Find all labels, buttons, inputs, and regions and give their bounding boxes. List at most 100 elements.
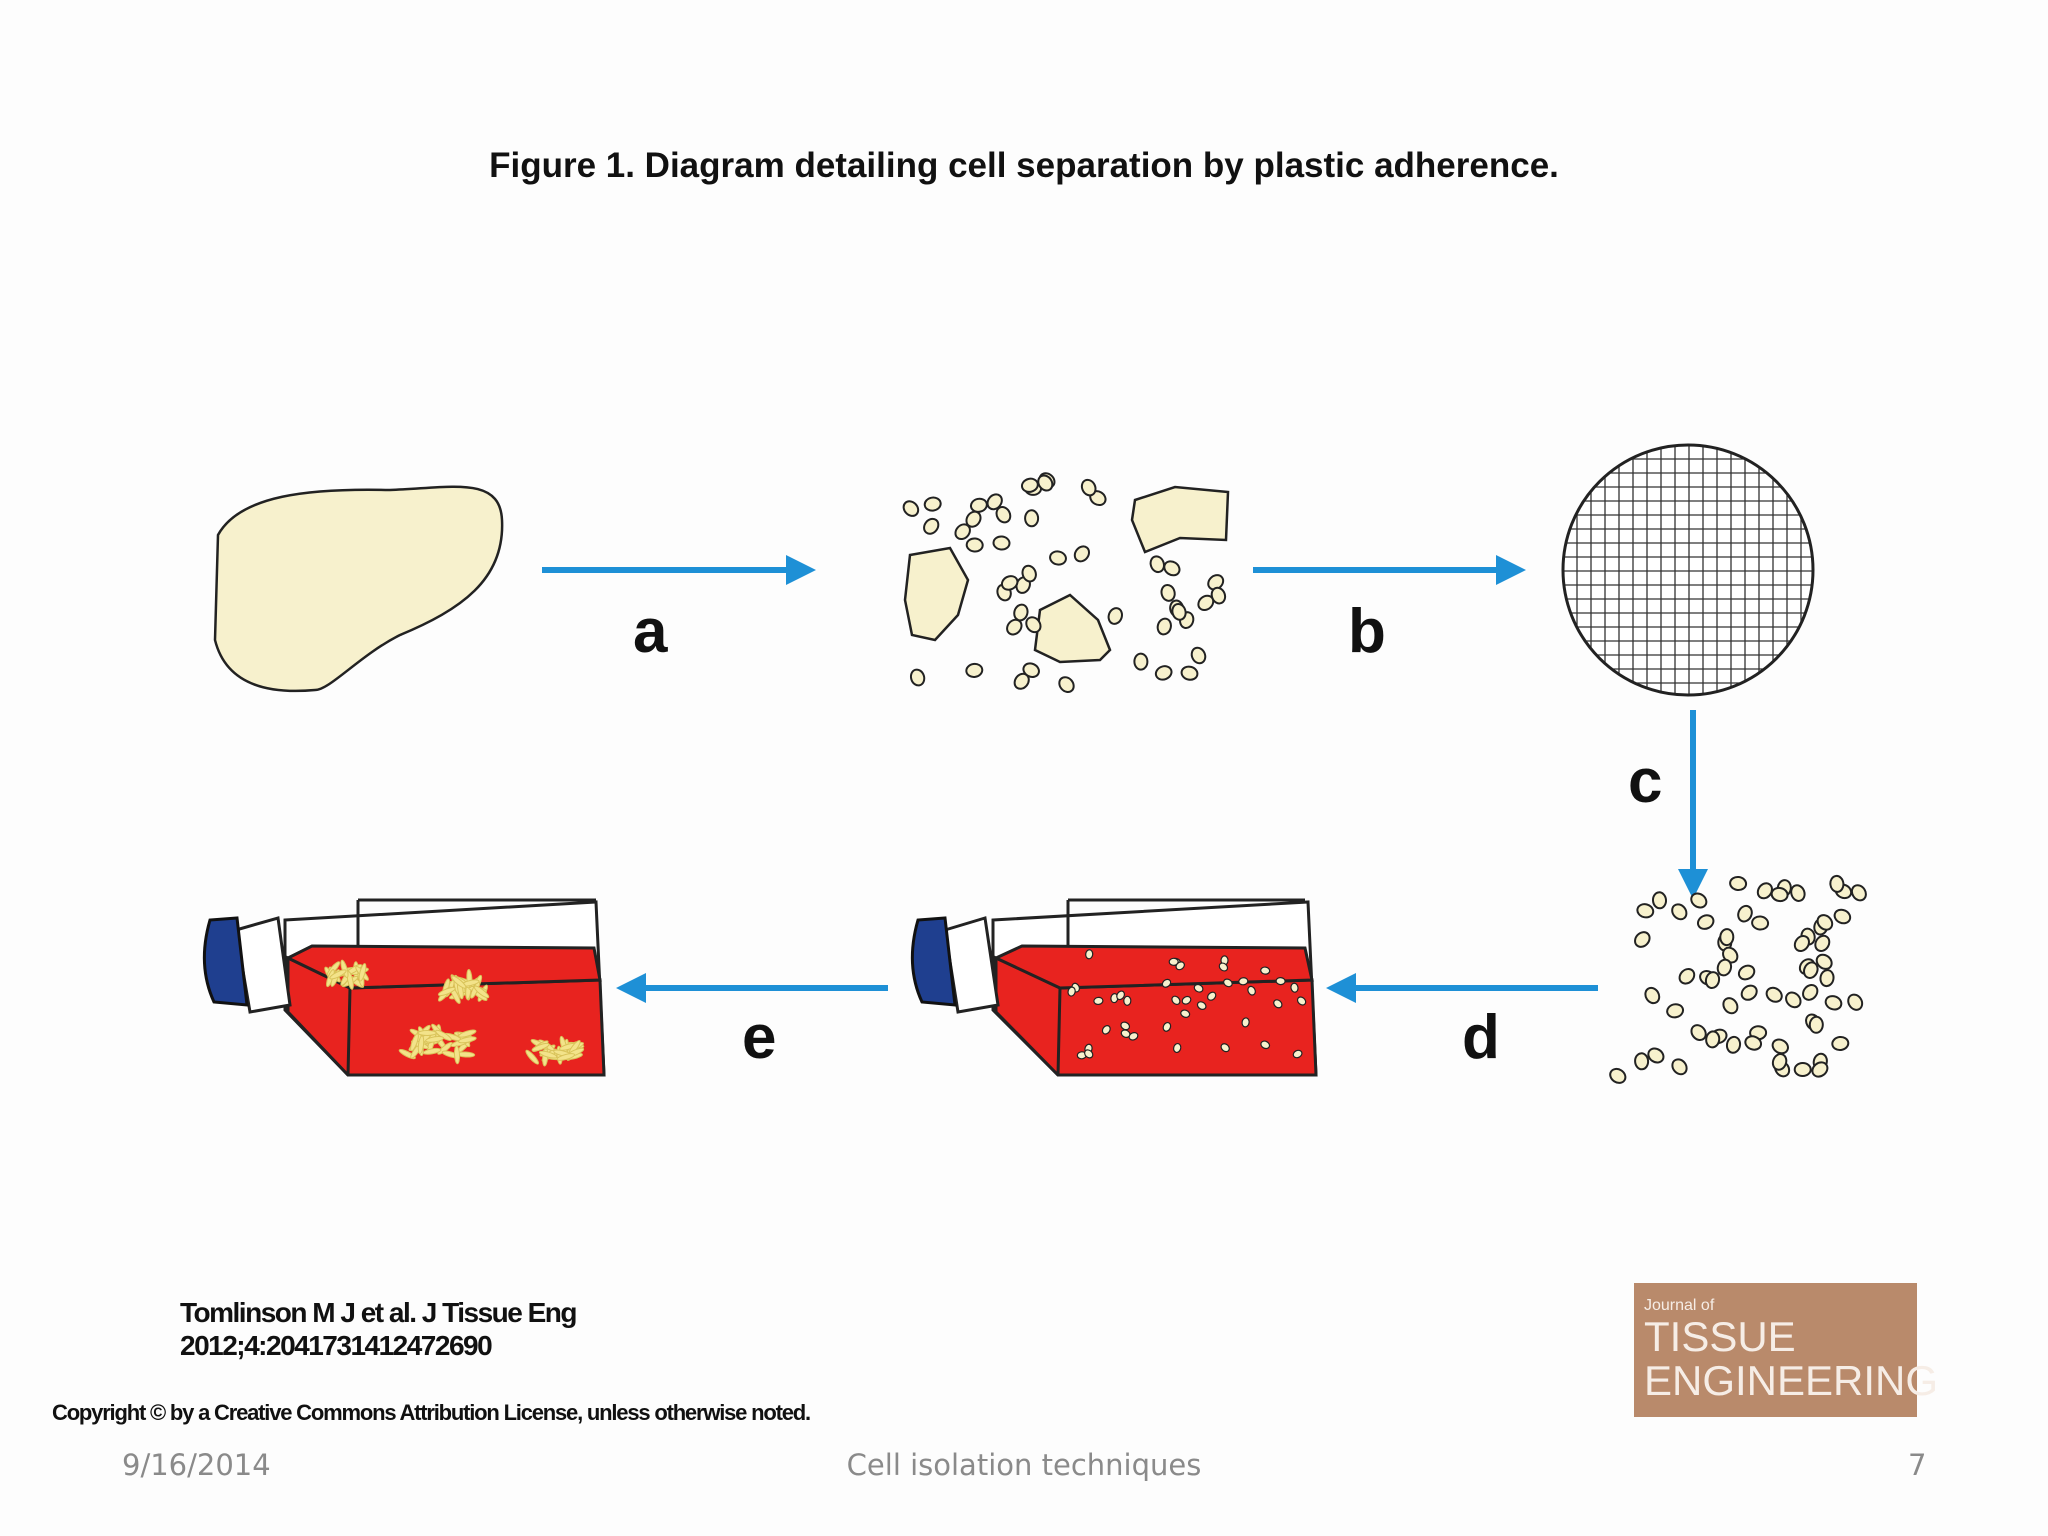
- cell: [1160, 583, 1176, 602]
- cell: [1000, 575, 1019, 591]
- cell: [1273, 999, 1283, 1009]
- cell: [1175, 961, 1185, 971]
- cell: [1037, 474, 1054, 492]
- citation: Tomlinson M J et al. J Tissue Eng 2012;4…: [180, 1296, 578, 1362]
- cell: [1634, 1052, 1650, 1071]
- cell: [1123, 995, 1132, 1006]
- cell: [1120, 1021, 1131, 1031]
- cell: [1609, 1067, 1627, 1084]
- cell: [902, 500, 920, 517]
- cell: [1802, 983, 1819, 1001]
- colony-cell: [425, 1036, 444, 1043]
- cell: [1705, 1030, 1721, 1049]
- cell: [1725, 1035, 1742, 1054]
- cell: [1223, 978, 1233, 988]
- logo-line-1: Journal of: [1644, 1297, 1715, 1314]
- step-label-c: c: [1628, 747, 1662, 816]
- cell: [1080, 478, 1097, 497]
- cell: [1296, 996, 1307, 1006]
- cell: [1247, 985, 1256, 996]
- cell: [1671, 1058, 1688, 1076]
- cell: [1704, 971, 1721, 990]
- cell: [1808, 1015, 1824, 1034]
- cell: [1101, 1025, 1111, 1035]
- cell: [1765, 986, 1783, 1003]
- cell: [1719, 928, 1735, 947]
- cell: [1756, 882, 1773, 900]
- cell: [1024, 509, 1040, 528]
- colony-cell: [453, 1045, 461, 1065]
- cell: [1716, 958, 1733, 977]
- cell: [1180, 665, 1199, 681]
- cell: [1207, 991, 1217, 1001]
- cell: [1218, 962, 1229, 972]
- cell: [1678, 968, 1696, 985]
- cell: [1696, 914, 1715, 930]
- cell: [1107, 607, 1123, 625]
- colony-cell: [422, 1047, 442, 1055]
- cell: [1833, 908, 1852, 925]
- cell: [1190, 646, 1207, 665]
- cell: [1156, 617, 1172, 636]
- colony-cell: [410, 1033, 419, 1052]
- culture-flask-colonies: [202, 898, 606, 1077]
- colony-cell: [525, 1049, 540, 1065]
- cell: [923, 496, 942, 512]
- cell: [1193, 983, 1204, 993]
- colony-cell: [538, 1050, 558, 1059]
- cell: [1666, 1003, 1685, 1019]
- cell: [1049, 550, 1067, 566]
- copyright-notice: Copyright © by a Creative Commons Attrib…: [52, 1400, 811, 1425]
- step-label-b: b: [1348, 597, 1386, 666]
- cell: [1815, 953, 1833, 970]
- cell: [1819, 969, 1835, 988]
- cell: [1238, 977, 1249, 986]
- cell: [1831, 1035, 1850, 1052]
- logo-line-3: ENGINEERING: [1644, 1357, 1939, 1404]
- cell: [1171, 603, 1187, 621]
- colony-cell: [437, 1042, 453, 1055]
- cell: [1241, 1017, 1250, 1028]
- cell: [1771, 1038, 1789, 1055]
- cell: [1171, 995, 1181, 1005]
- cell: [1824, 995, 1843, 1011]
- cell: [1690, 1024, 1707, 1042]
- colony-cell: [451, 975, 467, 989]
- cell: [1671, 903, 1688, 921]
- cell: [986, 493, 1003, 511]
- cell: [1260, 1040, 1271, 1050]
- cell: [1744, 1035, 1763, 1051]
- footer-page-number: 7: [1908, 1448, 1927, 1482]
- cell: [1771, 1053, 1788, 1071]
- cell: [1163, 560, 1181, 577]
- step-label-e: e: [742, 1003, 776, 1072]
- cell: [1084, 1049, 1094, 1059]
- figure-title: Figure 1. Diagram detailing cell separat…: [489, 146, 1559, 185]
- cell: [1161, 978, 1172, 988]
- cell: [992, 535, 1011, 551]
- cell: [965, 662, 984, 678]
- colony-cell: [346, 971, 354, 990]
- cell: [1751, 915, 1770, 931]
- cell: [1275, 976, 1286, 986]
- cell: [1020, 477, 1039, 493]
- colony-cell: [340, 959, 349, 978]
- digested-tissue-fragments: [903, 485, 1230, 664]
- cell: [1785, 991, 1802, 1009]
- cell: [1292, 1049, 1303, 1059]
- cell: [1737, 964, 1756, 981]
- colony-cell: [358, 963, 367, 982]
- cell: [1847, 993, 1864, 1011]
- cell: [1154, 665, 1173, 681]
- cell: [1737, 904, 1753, 923]
- colony-cell: [457, 1036, 477, 1044]
- cell: [954, 523, 971, 541]
- cell: [1740, 984, 1758, 1001]
- cell: [1793, 935, 1810, 952]
- cell: [1634, 931, 1651, 948]
- cell: [1811, 1061, 1829, 1078]
- cell: [1006, 618, 1023, 636]
- cell: [923, 517, 940, 535]
- cell: [1829, 874, 1845, 893]
- cell: [1021, 564, 1037, 583]
